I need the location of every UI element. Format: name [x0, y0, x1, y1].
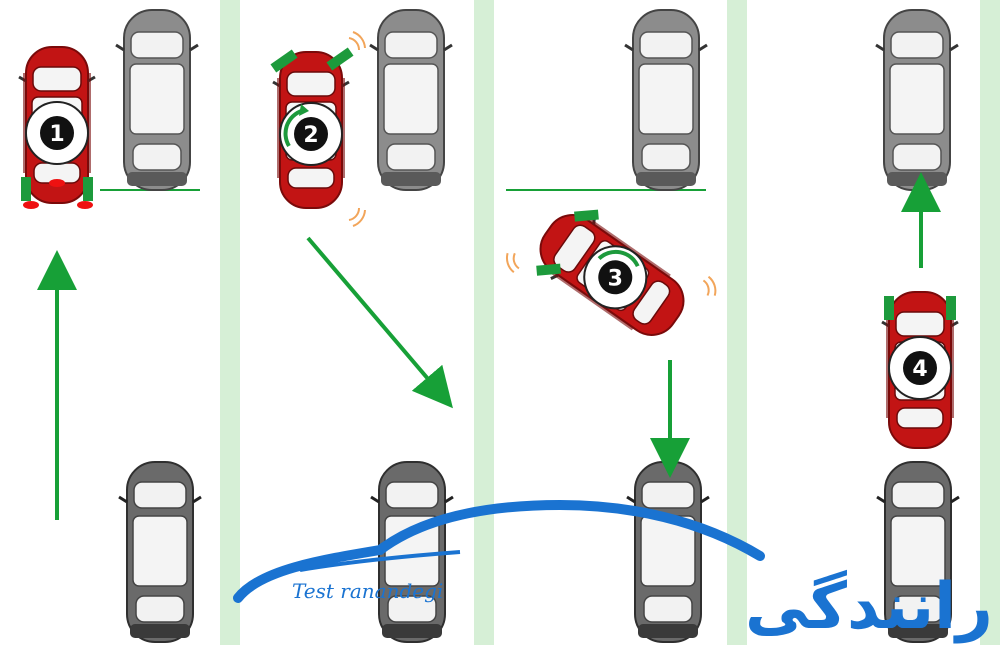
wheel-marker — [946, 296, 956, 320]
parked-car — [874, 8, 960, 192]
wheel-marker — [21, 177, 31, 201]
brake-light — [77, 201, 93, 209]
lane-dividers — [220, 0, 1000, 645]
step-number: 4 — [912, 357, 927, 382]
turn-signal-icon — [506, 252, 520, 273]
step-3-car: 3 — [506, 197, 717, 353]
turn-signal-icon — [702, 275, 717, 296]
direction-arrows — [37, 172, 941, 520]
wheel-marker — [83, 177, 93, 201]
parked-car — [117, 460, 203, 644]
step-number: 2 — [303, 123, 318, 148]
logo-car-outline — [233, 499, 765, 603]
direction-arrow-icon — [306, 236, 453, 409]
logo-main-text: تست رانندگی — [745, 569, 1000, 644]
parked-car — [114, 8, 200, 192]
wheel-marker — [270, 49, 298, 73]
turn-signal-icon — [348, 207, 366, 227]
wheel-marker — [884, 296, 894, 320]
step-1-car: 1 — [17, 45, 97, 209]
step-number: 1 — [49, 122, 64, 147]
parked-car — [368, 8, 454, 192]
lane-divider — [220, 0, 240, 645]
wheel-marker — [326, 47, 354, 71]
wheel-marker — [574, 209, 599, 222]
step-2-car: 2 — [270, 31, 366, 227]
turn-signal-icon — [348, 31, 366, 51]
logo: Test ranandegi تست رانندگی — [233, 499, 1000, 644]
parked-car — [623, 8, 709, 192]
step-number: 3 — [608, 266, 623, 291]
brake-light — [49, 179, 65, 187]
lane-divider — [474, 0, 494, 645]
lane-divider — [727, 0, 747, 645]
step-4-car: 4 — [880, 290, 960, 450]
wheel-marker — [536, 263, 561, 276]
lane-divider — [980, 0, 1000, 645]
logo-script-text: Test ranandegi — [292, 579, 443, 603]
parked-car — [625, 460, 711, 644]
brake-light — [23, 201, 39, 209]
steering-rotate-icon — [597, 249, 640, 268]
